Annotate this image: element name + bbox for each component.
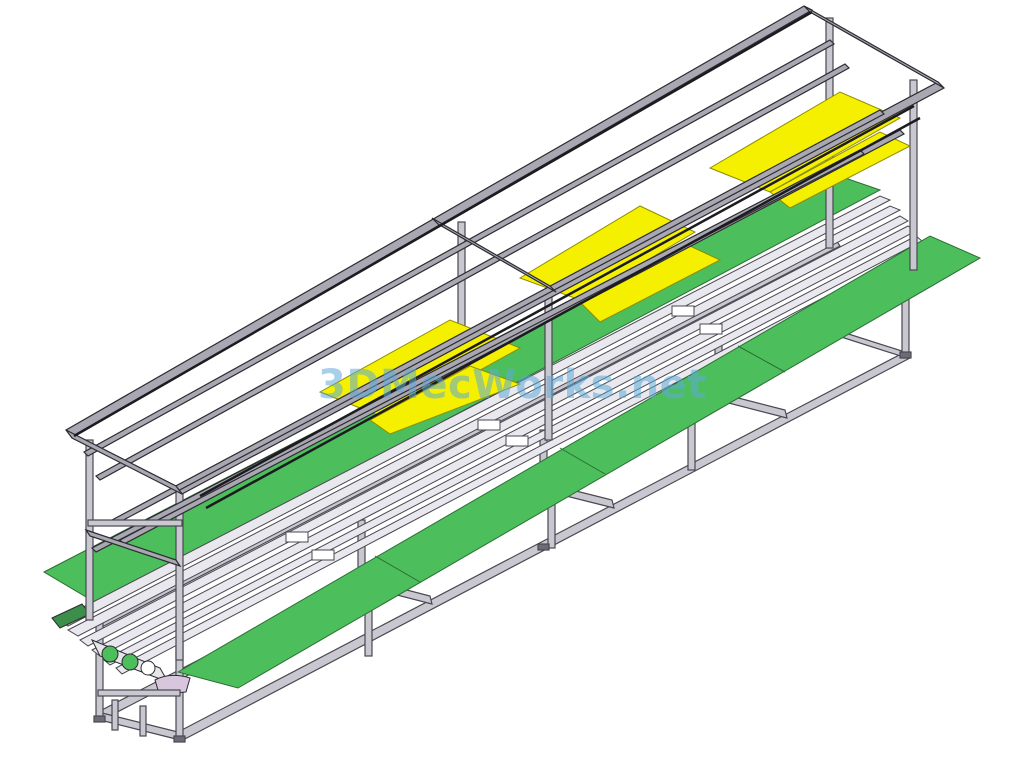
- left-end-frame: [87, 519, 183, 737]
- cable-channels: [73, 10, 921, 510]
- conveyor-brackets: [285, 305, 723, 561]
- conveyor-drive-end: [51, 603, 191, 694]
- light-strips: [318, 91, 912, 435]
- front-work-surface: [176, 235, 982, 689]
- canopy-frame: [64, 5, 945, 568]
